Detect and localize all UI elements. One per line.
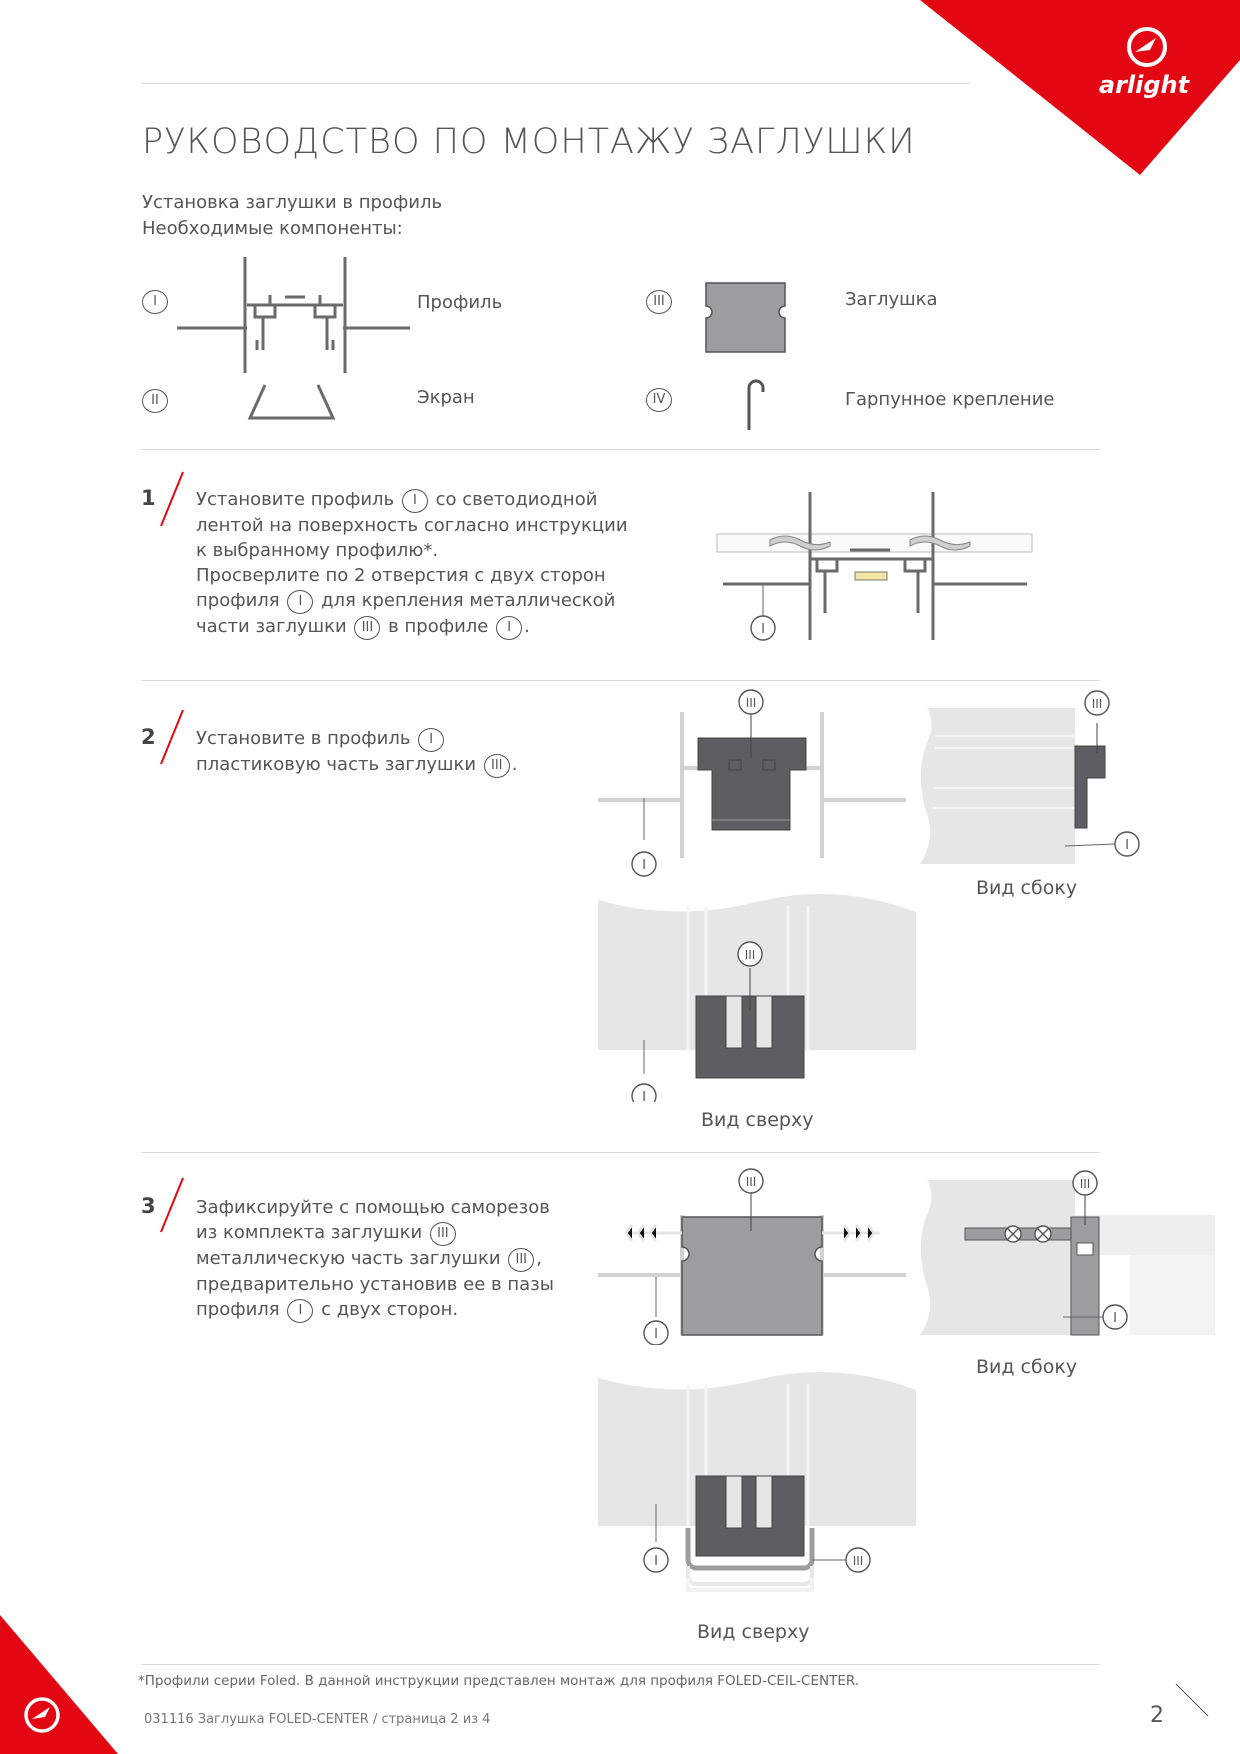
arlight-logo: arlight (1099, 27, 1191, 99)
document-reference: 031116 Заглушка FOLED-CENTER / страница … (144, 1712, 491, 1727)
svg-text:I: I (654, 1327, 658, 1342)
component-label-screen: Экран (417, 387, 475, 408)
callout-I (750, 615, 776, 641)
svg-text:I: I (1113, 1311, 1117, 1326)
callout-III (738, 1168, 764, 1194)
svg-text:I: I (642, 858, 646, 873)
step-2-top-diagram: III I (598, 894, 916, 1102)
component-badge-4: IV (646, 388, 672, 412)
svg-text:I: I (654, 1554, 658, 1569)
step-3-number: 3 (141, 1194, 156, 1218)
svg-text:I: I (642, 1090, 646, 1102)
step-3-line: Зафиксируйте с помощью саморезов (196, 1197, 550, 1218)
brand-corner-bottom (0, 1615, 118, 1754)
callout-I (631, 1083, 657, 1102)
step-1-line: профиля I для крепления металлической (196, 588, 628, 614)
step-2-line: Установите в профиль I (196, 726, 518, 752)
intro: Установка заглушки в профиль Необходимые… (142, 190, 442, 242)
intro-line-1: Установка заглушки в профиль (142, 192, 443, 213)
step-3-line: профиля I с двух сторон. (196, 1297, 554, 1323)
step-1-slash (160, 471, 184, 527)
brand-corner: arlight (920, 0, 1240, 175)
step-2-line: пластиковую часть заглушки III. (196, 752, 518, 778)
step-1-number: 1 (141, 486, 156, 510)
divider-3 (141, 1152, 1100, 1153)
svg-text:I: I (761, 622, 765, 637)
callout-III (845, 1547, 871, 1573)
callout-I (643, 1547, 669, 1573)
step-1-line: Просверлите по 2 отверстия с двух сторон (196, 565, 606, 586)
top-divider (141, 83, 970, 84)
svg-text:III: III (1092, 697, 1103, 711)
component-label-endcap: Заглушка (845, 289, 938, 310)
step-3-top-caption: Вид сверху (697, 1621, 810, 1643)
component-badge-2: II (142, 389, 168, 413)
callout-III (738, 689, 764, 715)
callout-III (1072, 1170, 1098, 1196)
logo-mark-icon (24, 1697, 60, 1733)
step-1-diagram: I (716, 492, 1033, 641)
step-2-text: Установите в профиль I пластиковую часть… (196, 726, 518, 778)
callout-III (737, 941, 763, 967)
logo-text: arlight (1099, 71, 1191, 99)
callout-I (643, 1320, 669, 1345)
endcap-drawing (705, 282, 786, 353)
profile-drawing (177, 257, 410, 373)
step-1-text: Установите профиль I со светодиодной лен… (196, 487, 628, 640)
component-label-harpoon: Гарпунное крепление (845, 389, 1055, 410)
component-badge-3: III (646, 290, 672, 314)
step-3-side-diagram: III I (920, 1170, 1215, 1336)
callout-III (1084, 690, 1110, 716)
step-1-line: лентой на поверхность согласно инструкци… (196, 515, 628, 536)
step-2-top-caption: Вид сверху (701, 1109, 814, 1131)
intro-line-2: Необходимые компоненты: (142, 218, 403, 239)
component-label-profile: Профиль (417, 292, 503, 313)
step-3-side-caption: Вид сбоку (976, 1356, 1078, 1378)
step-3-line: металлическую часть заглушки III, (196, 1246, 554, 1272)
step-2-side-caption: Вид сбоку (976, 877, 1078, 899)
footnote: *Профили серии Foled. В данной инструкци… (138, 1673, 860, 1689)
step-3-text: Зафиксируйте с помощью саморезов из комп… (196, 1195, 554, 1323)
harpoon-drawing (747, 379, 765, 430)
step-1-line: к выбранному профилю*. (196, 540, 439, 561)
step-2-front-diagram: III I (598, 689, 906, 877)
callout-I (631, 851, 657, 877)
step-2-slash (160, 709, 184, 765)
svg-text:I: I (1125, 838, 1129, 853)
step-2-side-diagram: III I (920, 690, 1140, 864)
page-number: 2 (1150, 1703, 1164, 1728)
divider-footer (141, 1664, 1100, 1665)
callout-I (1102, 1304, 1128, 1330)
svg-text:III: III (746, 1175, 757, 1189)
step-3-slash (160, 1177, 184, 1233)
callout-I (1114, 831, 1140, 857)
svg-text:III: III (746, 696, 757, 710)
step-1-line: части заглушки III в профиле I. (196, 614, 628, 640)
step-3-line: предварительно установив ее в пазы (196, 1274, 554, 1295)
svg-text:III: III (853, 1554, 864, 1568)
svg-text:III: III (745, 948, 756, 962)
screen-drawing (247, 384, 336, 420)
step-1-line: Установите профиль I со светодиодной (196, 487, 628, 513)
page-title: РУКОВОДСТВО ПО МОНТАЖУ ЗАГЛУШКИ (142, 122, 916, 162)
page-corner-slash (1175, 1683, 1209, 1717)
divider-1 (141, 449, 1100, 450)
step-3-line: из комплекта заглушки III (196, 1220, 554, 1246)
step-2-number: 2 (141, 725, 156, 749)
divider-2 (141, 680, 1100, 681)
step-3-top-diagram: I III (598, 1372, 916, 1592)
svg-text:III: III (1080, 1177, 1091, 1191)
component-badge-1: I (142, 290, 168, 314)
step-3-front-diagram: III I (598, 1168, 906, 1345)
